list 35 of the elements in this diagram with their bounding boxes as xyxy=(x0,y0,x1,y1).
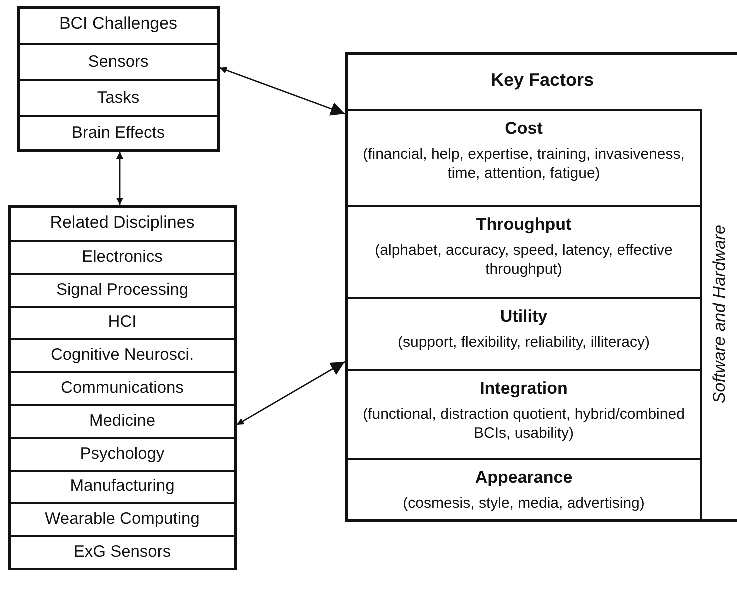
row-label: HCI xyxy=(108,313,137,332)
table-panel xyxy=(8,205,237,570)
row-label: Manufacturing xyxy=(70,477,175,496)
table-heading: Related Disciplines xyxy=(50,212,195,234)
table-row xyxy=(11,535,234,568)
factor-title: Throughput xyxy=(476,215,572,235)
double-arrow xyxy=(220,67,346,116)
factor-description: (alphabet, accuracy, speed, latency, effective throughput) xyxy=(374,241,674,279)
row-label: Brain Effects xyxy=(72,124,166,142)
row-label: Cognitive Neurosci. xyxy=(50,346,194,366)
row-label: Wearable Computing xyxy=(45,510,200,530)
table-row xyxy=(11,470,234,502)
factor-title: Appearance xyxy=(475,468,573,488)
factor-title: Cost xyxy=(505,119,543,139)
row-label: ExG Sensors xyxy=(74,543,172,562)
double-arrow xyxy=(236,361,346,426)
side-label: Software and Hardware xyxy=(710,224,730,404)
row-label: Signal Processing xyxy=(56,280,189,300)
factor-title: Utility xyxy=(500,307,548,327)
row-label: Tasks xyxy=(97,88,140,108)
row-label: Sensors xyxy=(88,52,149,72)
row-label: Psychology xyxy=(80,444,165,464)
factor-title: Integration xyxy=(480,379,568,399)
table-panel xyxy=(345,52,737,522)
factor-description: (support, flexibility, reliability, illiteracy) xyxy=(396,333,651,352)
table-heading: BCI Challenges xyxy=(59,13,178,35)
factor-description: (functional, distraction quotient, hybrid/combined BCIs, usability) xyxy=(362,405,686,443)
factor-description: (financial, help, expertise, training, invasiveness, time, attention, fatigue) xyxy=(362,145,686,183)
table-heading: Key Factors xyxy=(490,69,594,92)
double-arrow xyxy=(116,152,124,205)
table-panel xyxy=(17,6,220,152)
row-label: Communications xyxy=(61,379,184,398)
factor-description: (cosmesis, style, media, advertising) xyxy=(402,494,646,513)
row-label: Electronics xyxy=(82,248,163,267)
row-label: Medicine xyxy=(89,412,156,431)
